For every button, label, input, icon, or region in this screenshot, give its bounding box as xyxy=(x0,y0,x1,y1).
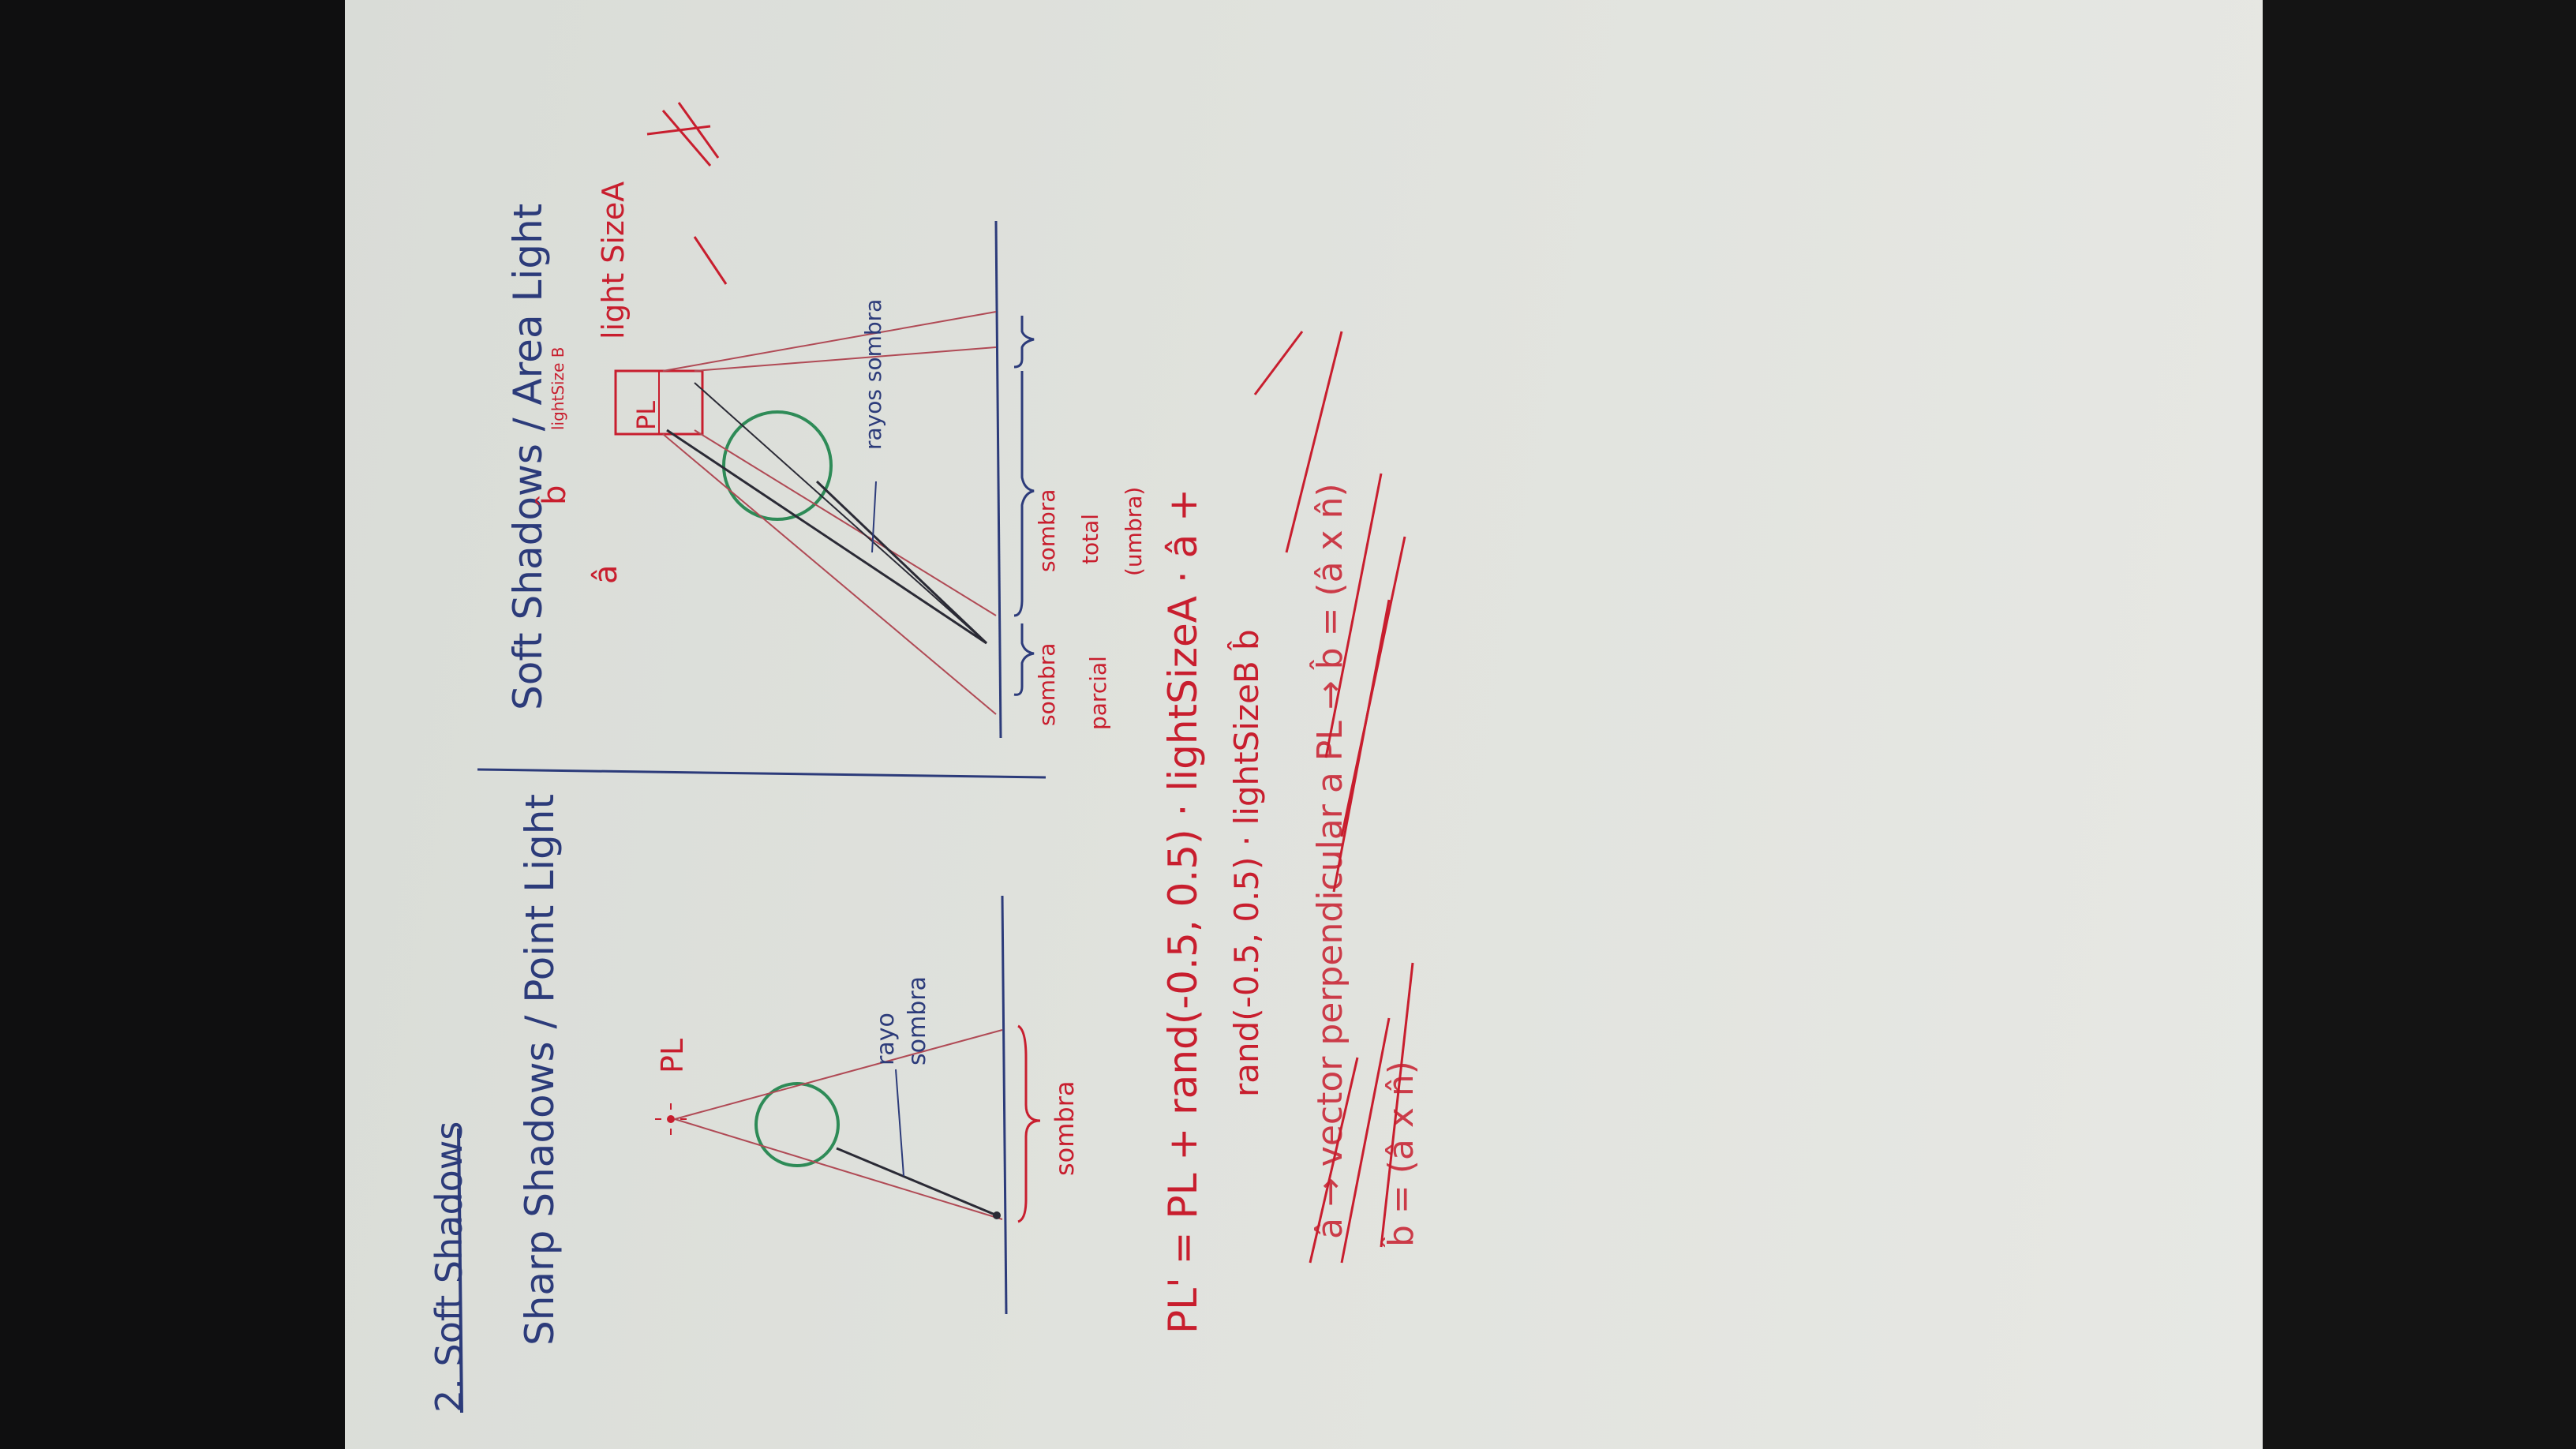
shadow-ray-right-2 xyxy=(815,480,988,645)
crossed-note-2: b̂ = (â x n̂) xyxy=(1381,1061,1421,1247)
title-underline xyxy=(457,1128,463,1413)
left-ray-label-2: sombra xyxy=(904,976,931,1065)
shadow-ray-right-1 xyxy=(666,429,987,645)
crossed-note-1: â → vector perpendicular a PL → b̂ = (â … xyxy=(1310,483,1350,1239)
light-size-a-label: light SizeA xyxy=(596,181,631,339)
left-shadow-label: sombra xyxy=(1050,1080,1080,1177)
vec-b-label: b̂ xyxy=(537,485,573,505)
cone-lower-left xyxy=(674,1118,1003,1220)
rays-label: rayos sombra xyxy=(860,298,886,450)
light-size-b-label: lightSize B xyxy=(549,346,567,430)
left-ray-label-1: rayo xyxy=(872,1013,900,1065)
total-label-1: sombra xyxy=(1034,489,1060,572)
shadow-ray-left xyxy=(836,1147,998,1217)
total-label-2: total xyxy=(1077,513,1103,564)
vec-a-label: â xyxy=(588,564,624,584)
paper-sheet xyxy=(345,0,2263,1449)
partial-label-1: sombra xyxy=(1034,642,1060,726)
crossout-top-right xyxy=(646,102,728,285)
brace-partial xyxy=(1013,623,1035,696)
partial-label-2: parcial xyxy=(1085,656,1111,730)
page-title: 2. Soft Shadows xyxy=(428,1121,470,1413)
cone-upper-left xyxy=(674,1029,1003,1120)
right-heading: Soft Shadows / Area Light xyxy=(505,203,551,710)
section-divider xyxy=(477,768,1046,779)
point-light xyxy=(667,1115,675,1123)
crossout-scribble xyxy=(1253,331,1414,1264)
formula-line-1: PL' = PL + rand(-0.5, 0.5) · lightSizeA … xyxy=(1160,488,1206,1334)
brace-total xyxy=(1013,371,1035,617)
shadow-brace-left xyxy=(1017,1024,1041,1223)
background-edge xyxy=(2263,0,2576,1449)
left-heading: Sharp Shadows / Point Light xyxy=(517,793,563,1346)
right-light-label: PL xyxy=(631,400,661,430)
sphere-left xyxy=(754,1082,840,1167)
sphere-right xyxy=(722,410,833,521)
ground-line-right xyxy=(994,220,1002,739)
left-light-label: PL xyxy=(655,1038,690,1073)
total-label-3: (umbra) xyxy=(1121,486,1147,576)
formula-line-2: rand(-0.5, 0.5) · lightSizeB b̂ xyxy=(1227,629,1266,1097)
ground-line-left xyxy=(1001,895,1008,1315)
